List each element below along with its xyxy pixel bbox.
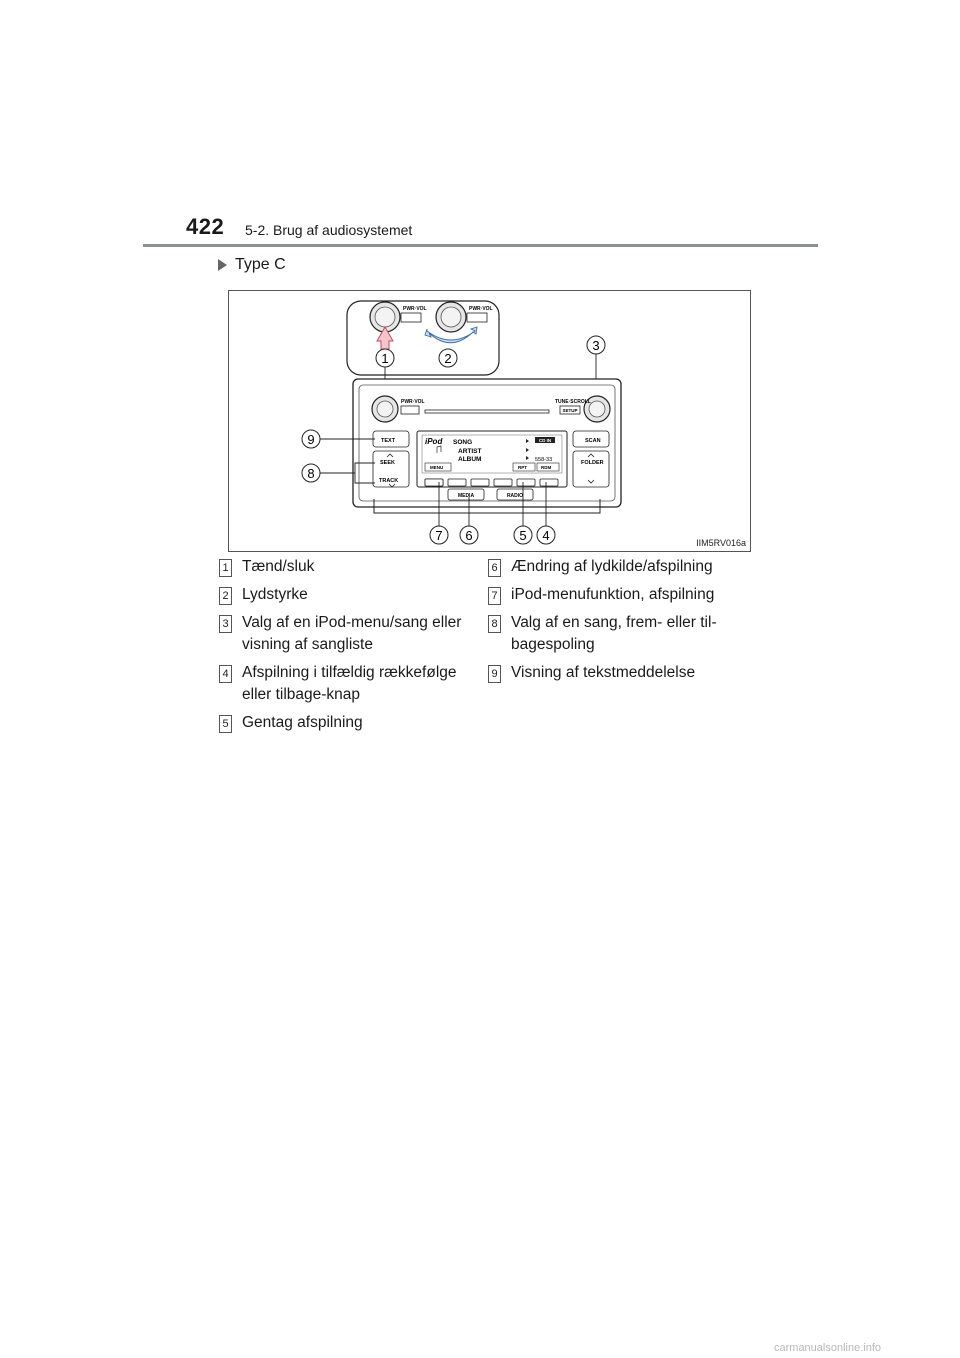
label-setup: SETUP [562, 408, 577, 413]
scan-button [572, 430, 610, 448]
legend-item: 3 Valg af en iPod-menu/sang eller visnin… [219, 612, 477, 656]
legend-item: 8 Valg af en sang, frem- eller til-bages… [488, 612, 754, 656]
watermark: carmanualsonline.info [774, 1342, 882, 1354]
legend-left: 1 Tænd/sluk 2 Lydstyrke 3 Valg af en iPo… [219, 556, 477, 740]
page-number: 422 [186, 214, 225, 239]
callout-3: 3 [592, 338, 599, 353]
callout-6: 6 [465, 528, 472, 543]
inset-label-pwr-vol-2: PWR·VOL [469, 306, 493, 312]
label-radio: RADIO [507, 493, 523, 499]
eject-button-left [400, 405, 420, 415]
legend-text: Lydstyrke [242, 586, 308, 603]
radio-button [496, 488, 534, 501]
legend-number: 7 [488, 587, 501, 605]
legend-text: Afspilning i tilfældig rækkefølge eller … [242, 664, 457, 703]
legend-number: 3 [219, 615, 232, 633]
legend-number: 9 [488, 665, 501, 683]
screen-brand: iPod [425, 437, 443, 446]
section-title: 5-2. Brug af audiosystemet [245, 222, 413, 238]
header-divider [143, 244, 818, 247]
folder-button [572, 450, 610, 488]
screen-rpt: RPT [518, 465, 527, 470]
legend-text: iPod-menufunktion, afspilning [511, 586, 715, 603]
rotate-arrow-icon [424, 326, 478, 344]
legend-text: Visning af tekstmeddelelse [511, 664, 696, 681]
screen-song: SONG [453, 439, 472, 446]
press-arrow-icon [376, 325, 394, 350]
screen-album: ALBUM [458, 456, 481, 463]
legend-item: 6 Ændring af lydkilde/afspilning [488, 556, 754, 578]
subheading: Type C [218, 256, 286, 274]
legend-number: 8 [488, 615, 501, 633]
legend-text: Gentag afspilning [242, 714, 363, 731]
callout-5: 5 [519, 528, 526, 543]
legend-text: Ændring af lydkilde/afspilning [511, 558, 713, 575]
legend-number: 2 [219, 587, 232, 605]
audio-unit-illustration: PWR·VOL PWR·VOL 1 2 3 PWR·VOL SETUP TUNE… [301, 300, 622, 545]
callout-4: 4 [542, 528, 549, 543]
screen-rdm: RDM [541, 465, 551, 470]
inset-eject-button-2 [466, 312, 488, 323]
legend-item: 2 Lydstyrke [219, 584, 477, 606]
legend-number: 1 [219, 559, 232, 577]
label-pwr-vol: PWR·VOL [401, 399, 425, 405]
legend-text: Valg af en iPod-menu/sang eller visning … [242, 614, 462, 653]
label-track: TRACK [379, 478, 398, 484]
inset-label-pwr-vol-1: PWR·VOL [403, 306, 427, 312]
legend-item: 4 Afspilning i tilfældig rækkefølge elle… [219, 662, 477, 706]
callout-2: 2 [444, 351, 451, 366]
seek-track-button [372, 450, 410, 488]
triangle-bullet-icon [218, 259, 227, 271]
callout-9: 9 [307, 432, 314, 447]
screen-counter: 558-33 [535, 457, 552, 463]
media-button [447, 488, 485, 501]
inset-frame [346, 300, 500, 376]
cd-slot [424, 409, 550, 414]
screen-artist: ARTIST [458, 448, 482, 455]
screen-badge [535, 437, 555, 443]
subheading-label: Type C [235, 256, 286, 273]
legend-number: 5 [219, 715, 232, 733]
legend-text: Valg af en sang, frem- eller til-bagespo… [511, 614, 717, 653]
legend-item: 9 Visning af tekstmeddelelse [488, 662, 754, 684]
legend-right: 6 Ændring af lydkilde/afspilning 7 iPod-… [488, 556, 754, 690]
label-folder: FOLDER [581, 460, 604, 466]
label-scan: SCAN [585, 438, 601, 444]
screen-menu: MENU [430, 465, 443, 470]
audio-unit-figure: PWR·VOL PWR·VOL 1 2 3 PWR·VOL SETUP TUNE… [228, 290, 751, 552]
legend-item: 1 Tænd/sluk [219, 556, 477, 578]
callout-7: 7 [435, 528, 442, 543]
label-media: MEDIA [458, 493, 475, 499]
figure-code: IIM5RV016a [696, 538, 746, 548]
legend-number: 6 [488, 559, 501, 577]
callout-1: 1 [381, 351, 388, 366]
legend-text: Tænd/sluk [242, 558, 315, 575]
svg-text:CD IN: CD IN [539, 438, 551, 443]
setup-button [559, 405, 581, 415]
legend-number: 4 [219, 665, 232, 683]
callout-8: 8 [307, 466, 314, 481]
inset-eject-button-1 [400, 312, 422, 323]
label-tune-scroll: TUNE·SCROLL [555, 399, 591, 405]
legend-item: 5 Gentag afspilning [219, 712, 477, 734]
label-text: TEXT [381, 438, 396, 444]
legend-item: 7 iPod-menufunktion, afspilning [488, 584, 754, 606]
label-seek: SEEK [380, 460, 395, 466]
